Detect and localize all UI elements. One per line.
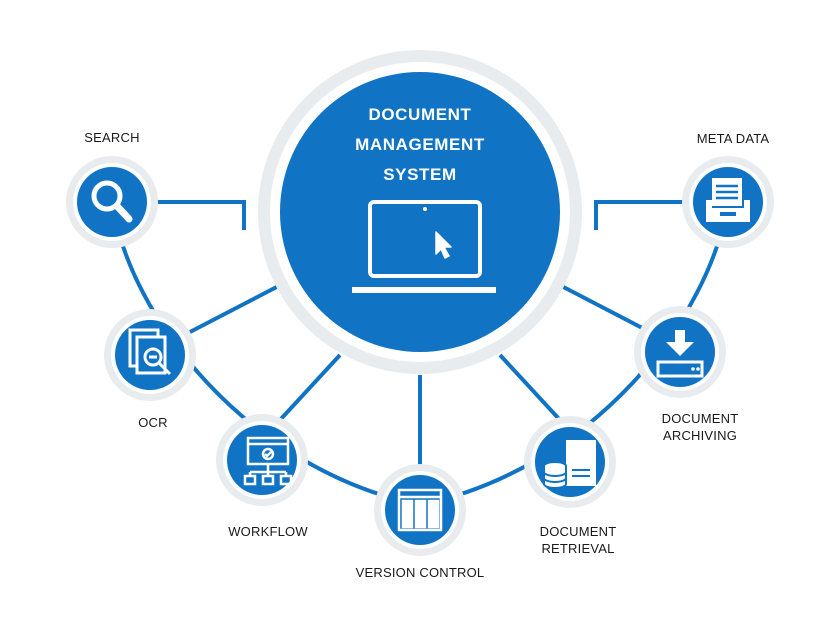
document-scan-icon bbox=[128, 328, 172, 376]
center-circle bbox=[280, 72, 560, 352]
label-search: SEARCH bbox=[62, 129, 162, 146]
label-document-retrieval-line-1: DOCUMENT bbox=[539, 524, 617, 539]
label-document-archiving: DOCUMENT ARCHIVING bbox=[650, 410, 750, 444]
label-workflow-text: WORKFLOW bbox=[228, 524, 308, 539]
node-ocr[interactable] bbox=[104, 309, 196, 401]
label-meta-data-text: META DATA bbox=[696, 131, 770, 146]
spoke-ocr bbox=[189, 278, 291, 334]
center-title-line-1: DOCUMENT bbox=[368, 105, 472, 124]
node-search[interactable] bbox=[66, 156, 158, 248]
node-document-archiving[interactable] bbox=[634, 306, 726, 398]
laptop-cursor-icon bbox=[352, 200, 496, 293]
label-workflow: WORKFLOW bbox=[218, 523, 318, 540]
magnifier-icon bbox=[91, 180, 133, 223]
table-grid-icon bbox=[397, 488, 443, 532]
node-document-retrieval[interactable] bbox=[524, 416, 616, 508]
center-title-line-2: MANAGEMENT bbox=[355, 135, 485, 154]
label-document-retrieval-line-2: RETRIEVAL bbox=[541, 541, 615, 556]
node-version-control[interactable] bbox=[374, 464, 466, 556]
label-document-retrieval: DOCUMENT RETRIEVAL bbox=[528, 523, 628, 557]
label-meta-data: META DATA bbox=[683, 130, 783, 147]
download-archive-icon bbox=[656, 330, 704, 378]
label-document-archiving-line-1: DOCUMENT bbox=[661, 411, 739, 426]
label-document-archiving-line-2: ARCHIVING bbox=[662, 428, 738, 443]
label-version-control-text: VERSION CONTROL bbox=[355, 565, 485, 580]
workflow-chart-icon bbox=[243, 436, 293, 486]
label-search-text: SEARCH bbox=[84, 130, 140, 145]
node-workflow[interactable] bbox=[216, 414, 308, 506]
label-ocr: OCR bbox=[103, 414, 203, 431]
spoke-retrieval bbox=[498, 353, 562, 422]
label-version-control: VERSION CONTROL bbox=[350, 564, 490, 581]
center-title-line-3: SYSTEM bbox=[383, 165, 457, 184]
server-database-icon bbox=[543, 440, 596, 489]
label-ocr-text: OCR bbox=[138, 415, 168, 430]
center-title: DOCUMENT MANAGEMENT SYSTEM bbox=[320, 100, 520, 190]
file-tray-icon bbox=[706, 178, 750, 222]
spoke-archiving bbox=[549, 278, 651, 334]
spoke-workflow bbox=[278, 353, 342, 422]
node-meta-data[interactable] bbox=[682, 156, 774, 248]
